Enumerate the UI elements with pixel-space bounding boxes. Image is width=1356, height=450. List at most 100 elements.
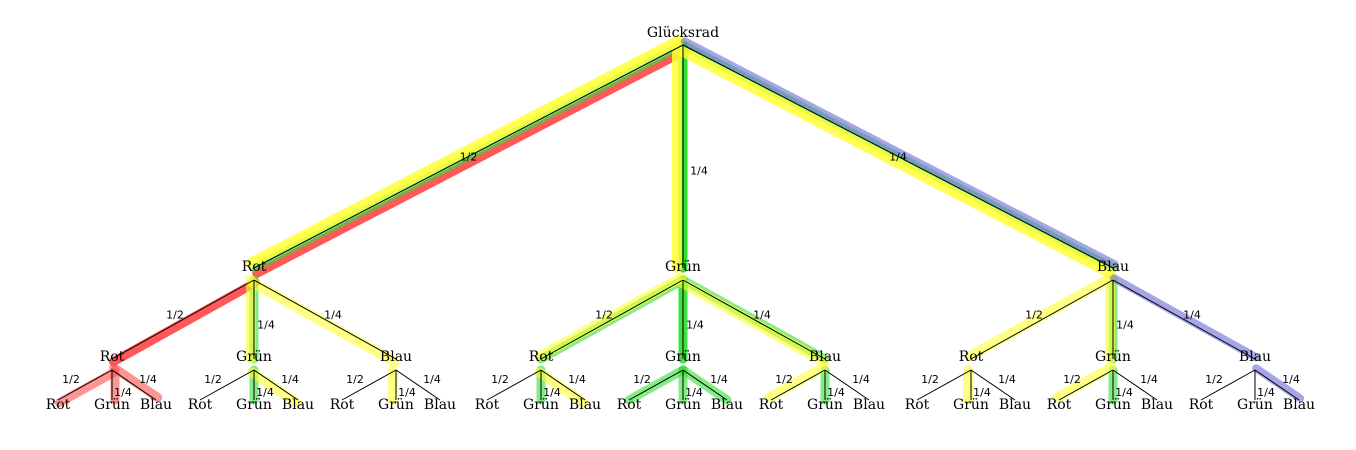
node-level2: Rot (529, 349, 554, 365)
node-level2: Rot (100, 349, 125, 365)
leaf-label: Grün (94, 397, 130, 413)
prob-label-level3: 1/4 (973, 386, 991, 399)
prob-label-level3: 1/2 (62, 373, 80, 386)
prob-label-level3: 1/2 (1063, 373, 1081, 386)
prob-label-level2: 1/2 (166, 309, 184, 322)
prob-label-level3: 1/2 (491, 373, 509, 386)
node-level2: Rot (959, 349, 984, 365)
prob-label-level1: 1/4 (690, 165, 708, 178)
prob-label-level1: 1/2 (460, 151, 478, 164)
leaf-label: Blau (569, 397, 601, 413)
node-level1: Grün (665, 259, 701, 275)
node-level1: Rot (242, 259, 267, 275)
prob-label-level2: 1/4 (324, 309, 342, 322)
highlight-rot (54, 368, 118, 408)
prob-label-level3: 1/4 (710, 373, 728, 386)
node-level2: Grün (236, 349, 272, 365)
highlight-gelb (247, 277, 400, 367)
edge-level3 (682, 369, 728, 401)
leaf-label: Rot (330, 397, 355, 413)
leaf-label: Blau (999, 397, 1031, 413)
highlight-rot (108, 278, 260, 367)
edge-level3 (111, 369, 157, 401)
edge-level1 (253, 44, 684, 269)
highlight-gelb (534, 367, 589, 408)
prob-label-level2: 1/4 (686, 319, 704, 332)
edge-level3 (395, 369, 441, 401)
leaf-label: Blau (1283, 397, 1315, 413)
prob-label-level3: 1/2 (346, 373, 364, 386)
edge-level3 (253, 369, 299, 401)
prob-label-level3: 1/4 (1257, 386, 1275, 399)
prob-label-level2: 1/4 (1116, 319, 1134, 332)
highlight-blau (680, 37, 1119, 269)
leaf-label: Grün (953, 397, 989, 413)
leaf-label: Rot (1189, 397, 1214, 413)
edge-level2 (111, 279, 255, 360)
edge-level2 (1112, 279, 1256, 360)
edge-level3 (540, 369, 586, 401)
prob-label-level3: 1/2 (775, 373, 793, 386)
highlight-gelb (964, 272, 1117, 362)
edge-layer (57, 44, 1300, 401)
leaf-label: Rot (188, 397, 213, 413)
node-level2: Grün (1095, 349, 1131, 365)
prob-label-level3: 1/4 (398, 386, 416, 399)
prob-label-level3: 1/4 (998, 373, 1016, 386)
prob-label-level3: 1/4 (1115, 386, 1133, 399)
edge-level2 (970, 279, 1114, 360)
edge-level3 (770, 369, 826, 401)
highlight-gelb (675, 45, 1116, 279)
leaf-label: Blau (711, 397, 743, 413)
prob-label-level3: 1/2 (633, 373, 651, 386)
highlight-gelb (247, 367, 302, 408)
edge-level3 (1200, 369, 1256, 401)
edge-level3 (486, 369, 542, 401)
edge-level3 (1254, 369, 1300, 401)
leaf-label: Blau (140, 397, 172, 413)
prob-label-level3: 1/4 (423, 373, 441, 386)
leaf-label: Blau (424, 397, 456, 413)
edge-level3 (970, 369, 1016, 401)
prob-label-level3: 1/4 (543, 386, 561, 399)
leaf-label: Rot (905, 397, 930, 413)
leaf-label: Grün (665, 397, 701, 413)
edge-level3 (341, 369, 397, 401)
prob-label-level3: 1/4 (827, 386, 845, 399)
edge-level3 (824, 369, 870, 401)
leaf-label: Rot (759, 397, 784, 413)
edge-level1 (682, 44, 1114, 269)
highlight-blau (1109, 274, 1260, 362)
highlight-gelb (676, 277, 829, 367)
node-level1: Blau (1097, 259, 1129, 275)
highlight-rot (252, 45, 691, 278)
prob-label-level3: 1/2 (204, 373, 222, 386)
root-label: Glücksrad (647, 25, 719, 41)
edge-level3 (916, 369, 972, 401)
prob-label-level2: 1/4 (753, 309, 771, 322)
leaf-label: Rot (617, 397, 642, 413)
prob-label-level3: 1/4 (114, 386, 132, 399)
leaf-label: Rot (1047, 397, 1072, 413)
node-level2: Blau (380, 349, 412, 365)
prob-label-level2: 1/2 (1025, 309, 1043, 322)
edge-level3 (628, 369, 684, 401)
node-level2: Blau (809, 349, 841, 365)
leaf-label: Grün (1237, 397, 1273, 413)
leaf-label: Grün (378, 397, 414, 413)
leaf-label: Grün (1095, 397, 1131, 413)
node-level2: Grün (665, 349, 701, 365)
leaf-label: Blau (282, 397, 314, 413)
edge-level2 (253, 279, 397, 360)
leaf-label: Grün (236, 397, 272, 413)
prob-label-level3: 1/4 (685, 386, 703, 399)
leaf-label: Blau (853, 397, 885, 413)
highlight-gelb (1052, 362, 1117, 403)
edge-level3 (1058, 369, 1114, 401)
prob-label-level3: 1/2 (921, 373, 939, 386)
prob-label-level2: 1/4 (257, 319, 275, 332)
highlight-gelb (764, 362, 829, 403)
edge-level3 (57, 369, 113, 401)
prob-label-level2: 1/2 (595, 309, 613, 322)
